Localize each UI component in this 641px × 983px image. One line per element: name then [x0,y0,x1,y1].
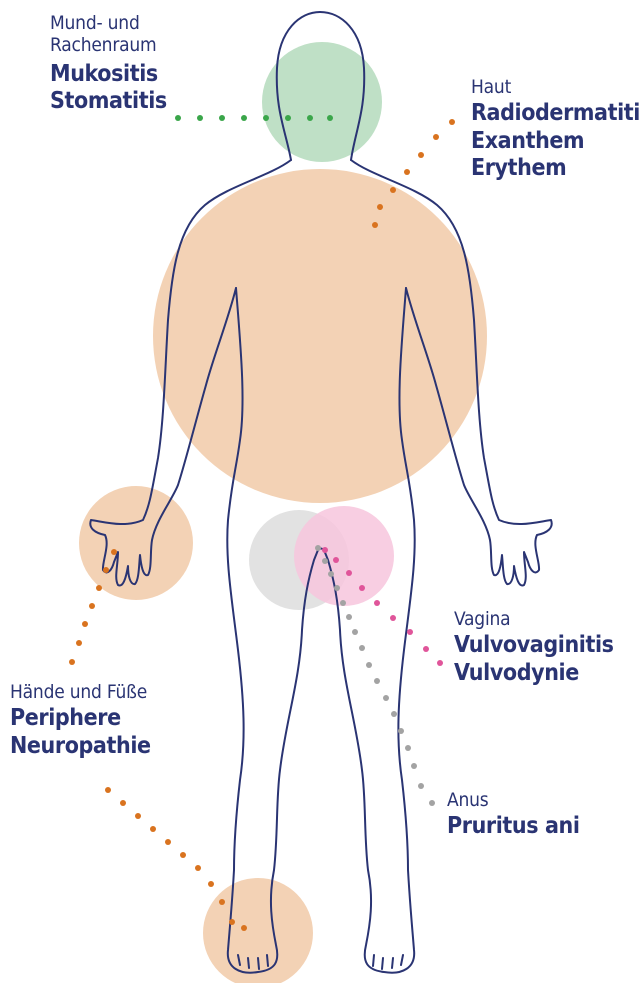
skin-term-3: Erythem [471,155,641,182]
hands-feet-term-1: Periphere [10,705,151,732]
hands-feet-label: Hände und Füße Periphere Neuropathie [10,681,151,760]
anus-region: Anus [447,789,580,811]
mouth-region-line1: Mund- und [50,12,167,34]
vagina-term-1: Vulvovaginitis [454,632,614,659]
skin-label: Haut Radiodermatitis Exanthem Erythem [471,76,641,182]
mouth-term-2: Stomatitis [50,88,167,115]
vagina-label: Vagina Vulvovaginitis Vulvodynie [454,608,614,687]
vagina-region: Vagina [454,608,614,630]
hands-feet-term-2: Neuropathie [10,733,151,760]
skin-zone [153,169,487,503]
skin-term-1: Radiodermatitis [471,100,641,127]
mouth-term-1: Mukositis [50,61,167,88]
mouth-label: Mund- und Rachenraum Mukositis Stomatiti… [50,12,167,115]
hands-feet-region: Hände und Füße [10,681,151,703]
anus-term-1: Pruritus ani [447,813,580,840]
anus-label: Anus Pruritus ani [447,789,580,841]
right-toes [373,955,403,969]
mouth-leader [175,115,333,121]
skin-region: Haut [471,76,641,98]
mouth-region-line2: Rachenraum [50,34,167,56]
vagina-term-2: Vulvodynie [454,660,614,687]
skin-term-2: Exanthem [471,128,641,155]
vagina-zone [294,506,394,606]
